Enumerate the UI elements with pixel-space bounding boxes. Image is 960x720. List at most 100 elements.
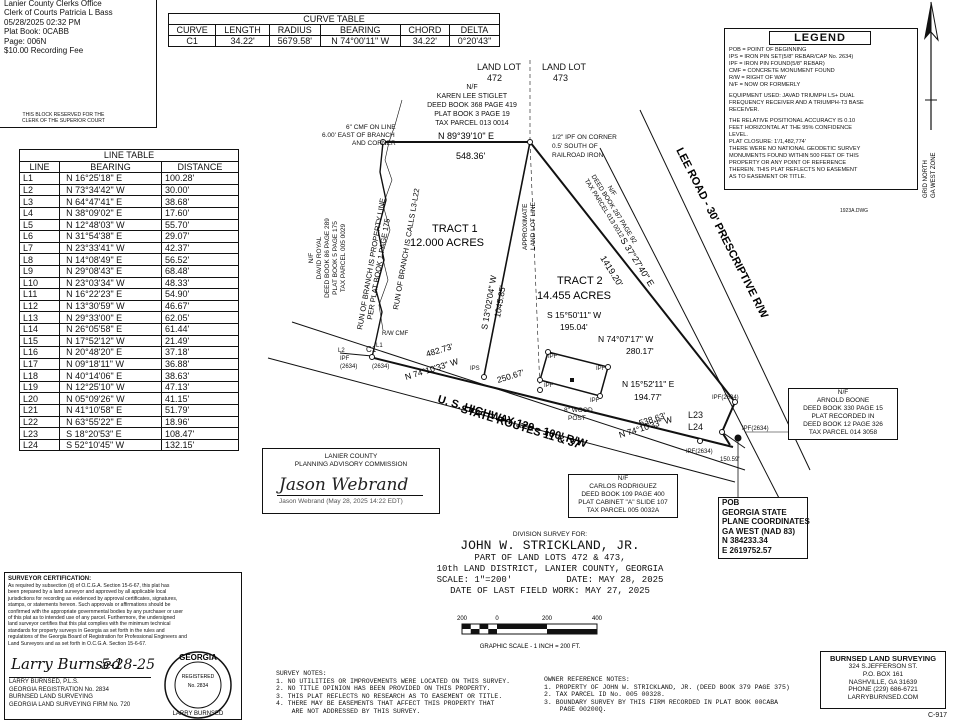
tract1-name: TRACT 1 bbox=[432, 223, 478, 235]
north-label-1: GRID NORTH bbox=[923, 160, 929, 198]
curve-table-cell: 0°20'43" bbox=[448, 35, 501, 47]
line-table-cell: 42.37' bbox=[160, 241, 240, 255]
iron-corner-note: 0.5' SOUTH OF bbox=[552, 143, 598, 150]
scale-tick-label: 200 bbox=[457, 616, 468, 622]
survey-notes: SURVEY NOTES: 1. NO UTILITIES OR IMPROVE… bbox=[276, 670, 510, 716]
stiglet-tax: TAX PARCEL 013 0014 bbox=[435, 120, 509, 127]
wood-post-label: 8" WOOD bbox=[564, 407, 593, 414]
pob-line: N 384233.34 bbox=[722, 536, 768, 545]
royal-nf: N/F bbox=[308, 253, 315, 264]
pob-line: GEORGIA STATE bbox=[722, 507, 787, 517]
ipf-2634-label: IPF(2634) bbox=[742, 426, 769, 432]
line-table-header: DISTANCE bbox=[160, 160, 240, 174]
cert-line: regulations of the Georgia Board of Regi… bbox=[8, 634, 187, 641]
rw-cmf-label: R/W CMF bbox=[382, 331, 409, 337]
survey-note: ARE NOT ADDRESSED BY THIS SURVEY. bbox=[276, 707, 421, 715]
land-lot-472: LAND LOT bbox=[477, 62, 522, 72]
legend-line: AS TO EASEMENT OR TITLE. bbox=[729, 174, 806, 180]
line-table-cell: L3 bbox=[18, 195, 61, 208]
ipf-marker bbox=[369, 354, 375, 360]
surveyor-name-line: BURNSED LAND SURVEYING bbox=[9, 694, 93, 700]
ipf-2634-label: (2634) bbox=[340, 364, 357, 370]
ipf-label: IPF bbox=[548, 354, 558, 360]
approx-line-label: LAND LOT LINE bbox=[530, 201, 537, 250]
tract-divider bbox=[483, 141, 531, 377]
line-table-cell: 30.00' bbox=[160, 183, 240, 197]
ipf-marker bbox=[537, 387, 543, 393]
east-parcel-nf: N/F bbox=[606, 185, 618, 198]
north-bearing: N 89°39'10" E bbox=[438, 131, 494, 141]
highway-rw-south bbox=[267, 357, 736, 483]
owner-notes: OWNER REFERENCE NOTES: 1. PROPERTY OF JO… bbox=[544, 676, 790, 714]
commission-signed-text: Jason Webrand (May 28, 2025 14:22 EDT) bbox=[279, 498, 403, 505]
tract1-acres: 12.000 ACRES bbox=[410, 237, 484, 249]
boone-line: TAX PARCEL 014 3058 bbox=[808, 429, 878, 436]
pob-line: PLANE COORDINATES bbox=[722, 517, 810, 526]
scale-tick-label: 400 bbox=[592, 616, 603, 622]
boone-line: PLAT RECORDED IN bbox=[811, 413, 875, 420]
parcel-distance-2: 280.17' bbox=[626, 346, 654, 356]
rodriguez-line: CARLOS RODRIGUEZ bbox=[589, 483, 657, 490]
line-table-cell: L1 bbox=[18, 172, 61, 185]
ips-marker bbox=[481, 374, 487, 380]
firm-line: PHONE (229) 686-6721 bbox=[848, 686, 918, 694]
scale-tick-label: 0 bbox=[495, 616, 499, 622]
owner-note: 1. PROPERTY OF JOHN W. STRICKLAND, JR. (… bbox=[544, 683, 790, 691]
l1-label: L1 bbox=[376, 343, 383, 349]
rodriguez-line: N/F bbox=[617, 475, 629, 482]
commission-title: LANIER COUNTY bbox=[324, 453, 378, 460]
line-table-cell: L16 bbox=[18, 346, 61, 359]
ipf-label: IPF bbox=[590, 398, 600, 404]
dwg-label: 1923A.DWG bbox=[840, 208, 869, 214]
branch-centerline bbox=[378, 99, 403, 331]
wood-post-label: POST bbox=[568, 415, 586, 422]
cert-line: been prepared by a land surveyor and app… bbox=[8, 589, 167, 596]
title-line: SCALE: 1"=200' DATE: MAY 28, 2025 bbox=[436, 575, 664, 585]
title-block: DIVISION SURVEY FOR: JOHN W. STRICKLAND,… bbox=[400, 530, 700, 597]
surveyor-seal: GEORGIA REGISTERED No. 2834 LARRY BURNSE… bbox=[164, 651, 232, 719]
ipf-2634-label: IPF(2634) bbox=[712, 395, 739, 401]
ipf-2634-label: (2634) bbox=[372, 364, 389, 370]
client-name: JOHN W. STRICKLAND, JR. bbox=[460, 538, 640, 553]
firm-name: BURNSED LAND SURVEYING bbox=[829, 654, 937, 663]
cmf-marker bbox=[380, 139, 386, 145]
ipf-marker bbox=[527, 139, 533, 145]
royal-tax: TAX PARCEL 005 0029 bbox=[340, 224, 347, 293]
ipf-marker bbox=[732, 399, 738, 405]
cert-line: standards for property surveys in Georgi… bbox=[8, 627, 165, 634]
seal-bottom: LARRY BURNSED bbox=[173, 711, 224, 717]
ipf-label: IPF bbox=[596, 366, 606, 372]
line-table-cell: L2 bbox=[18, 183, 61, 197]
line-table-cell: L7 bbox=[18, 241, 61, 255]
ipf-marker bbox=[537, 377, 543, 383]
l2-label: L2 bbox=[338, 348, 345, 354]
lee-road-line-east bbox=[639, 109, 811, 471]
recording-line: 05/28/2025 02:32 PM bbox=[4, 17, 81, 27]
reserved-note: CLERK OF THE SUPERIOR COURT bbox=[22, 118, 105, 124]
legend-line: PROPERTY OR ANY POINT OF REFERENCE bbox=[729, 160, 847, 166]
seal-mid2: No. 2834 bbox=[188, 683, 209, 689]
tract2-name: TRACT 2 bbox=[557, 275, 603, 287]
owner-notes-title: OWNER REFERENCE NOTES: bbox=[544, 676, 630, 683]
curve-table-cell: C1 bbox=[167, 35, 217, 47]
royal-name: DAVID ROYAL bbox=[316, 236, 323, 279]
parcel-bearing-1: S 15°50'11" W bbox=[547, 310, 601, 320]
rodriguez-parcel-box: N/F CARLOS RODRIGUEZ DEED BOOK 109 PAGE … bbox=[568, 474, 678, 518]
ipf-marker bbox=[605, 364, 611, 370]
iron-corner-note: 1/2" IPF ON CORNER bbox=[552, 134, 617, 141]
cmf-note: AND CORNER bbox=[352, 140, 396, 147]
north-arrow: GRID NORTH GA WEST ZONE bbox=[923, 1, 939, 198]
planning-commission-box: LANIER COUNTY PLANNING ADVISORY COMMISSI… bbox=[262, 448, 440, 514]
line-table-cell: 38.68' bbox=[160, 195, 240, 208]
cmf-note: 6.00' EAST OF BRANCH bbox=[322, 132, 395, 139]
rodriguez-line: PLAT CABINET "A" SLIDE 107 bbox=[578, 499, 668, 506]
